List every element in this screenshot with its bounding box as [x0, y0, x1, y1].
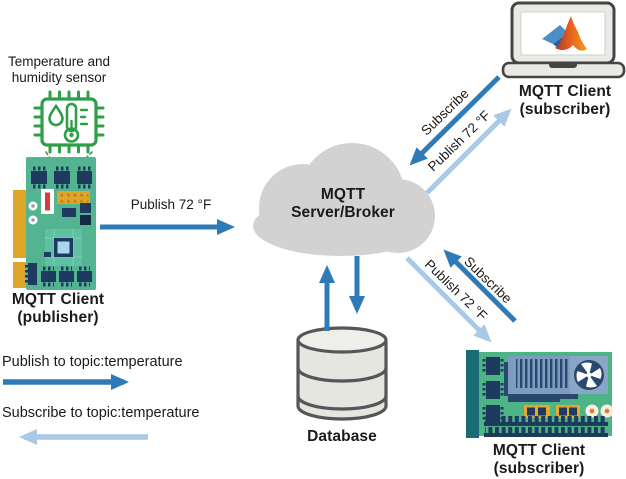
matlab-logo-icon — [542, 16, 587, 51]
laptop-subscriber-label: MQTT Client (subscriber) — [504, 83, 626, 120]
subscriber-board-icon — [466, 350, 614, 438]
temperature-humidity-sensor-icon — [33, 90, 105, 168]
laptop-subscriber-label-line2: (subscriber) — [519, 101, 611, 119]
broker-label-line1: MQTT — [320, 186, 366, 203]
legend-subscribe-label: Subscribe to topic:temperature — [2, 405, 200, 421]
legend-publish-label: Publish to topic:temperature — [2, 354, 183, 370]
publisher-label: MQTT Client (publisher) — [0, 291, 116, 328]
board-subscriber-label-line1: MQTT Client — [492, 442, 586, 459]
publisher-label-line1: MQTT Client — [11, 291, 105, 308]
subscribe-arrow-bottom — [443, 249, 517, 323]
publish-arrow-top — [425, 108, 512, 195]
publish-arrow-bottom — [405, 256, 492, 343]
database-label: Database — [307, 428, 377, 445]
board-subscriber-label-line2: (subscriber) — [493, 460, 585, 478]
broker-cloud-icon — [253, 143, 435, 256]
sensor-label-line2: humidity sensor — [11, 69, 107, 85]
publisher-label-line2: (publisher) — [17, 309, 99, 327]
laptop-icon — [501, 1, 626, 79]
sensor-label: Temperature and humidity sensor — [0, 54, 118, 86]
subscribe-arrow-top — [409, 75, 501, 166]
broker-label: MQTT Server/Broker — [263, 186, 423, 223]
laptop-subscriber-label-line1: MQTT Client — [518, 83, 612, 100]
publish-main-edge-label: Publish 72 °F — [130, 197, 212, 212]
sensor-label-line1: Temperature and — [7, 54, 111, 69]
publisher-board-icon — [13, 157, 96, 290]
database-icon — [296, 326, 388, 421]
broker-label-line2: Server/Broker — [291, 204, 395, 222]
board-subscriber-label: MQTT Client (subscriber) — [478, 442, 600, 479]
